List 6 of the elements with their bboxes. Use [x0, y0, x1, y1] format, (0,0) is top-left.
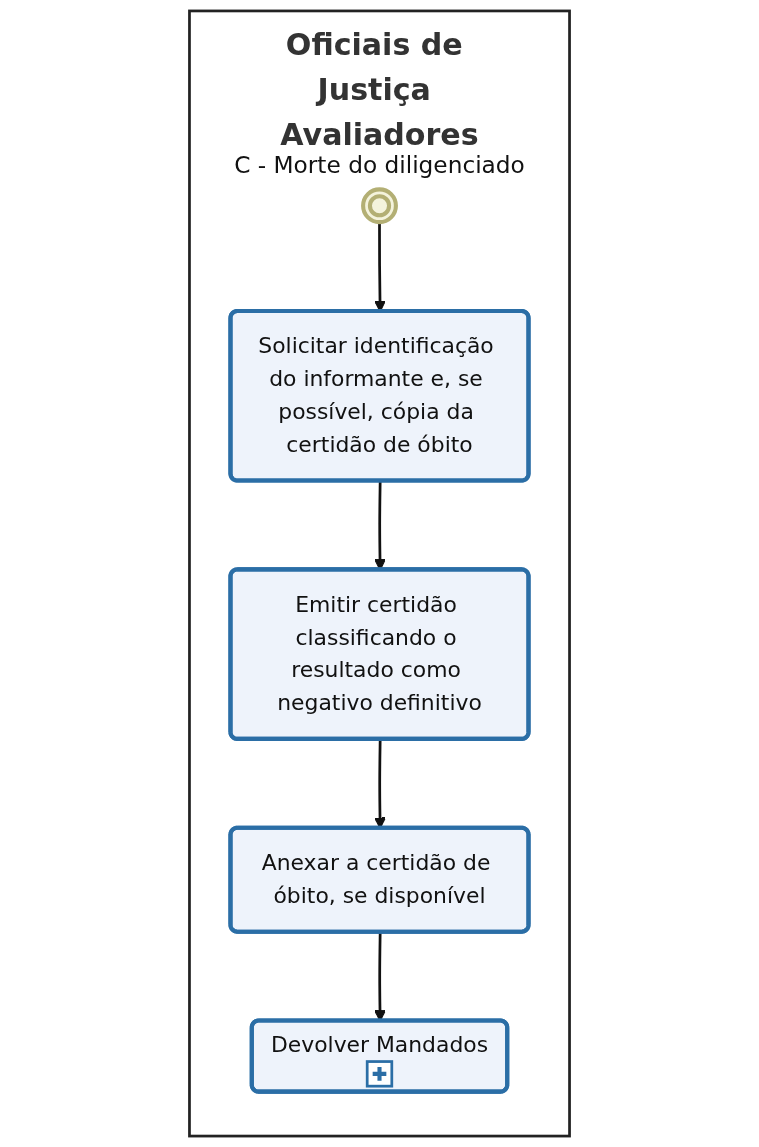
event-label: C - Morte do diligenciado [234, 150, 525, 178]
task-box: Emitir certidão classificando o resultado como negativo definitivo [228, 567, 531, 741]
start-event-circle [361, 187, 398, 225]
task-box: Devolver Mandados [249, 1018, 510, 1094]
task-box: Anexar a certidão de óbito, se disponível [228, 825, 531, 934]
task-box: Solicitar identificação do informante e, se possível, cópia da certidão de óbito [228, 308, 531, 483]
